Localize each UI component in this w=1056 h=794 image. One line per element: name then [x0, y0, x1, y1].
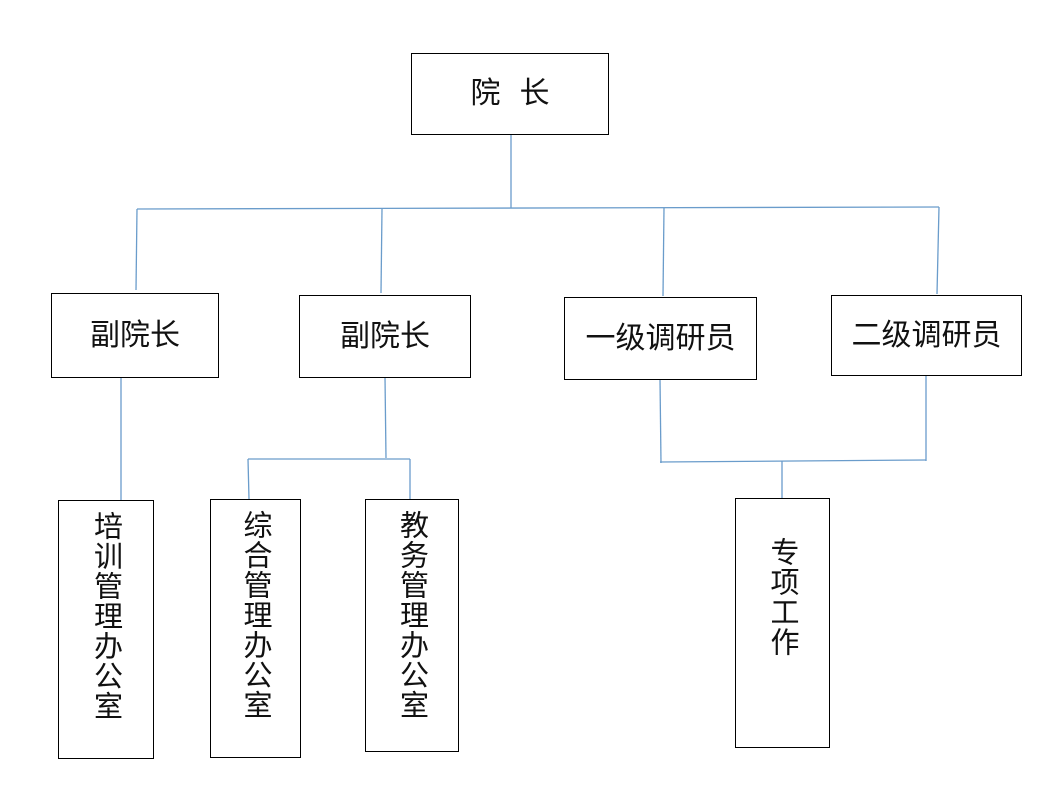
deputy-1-box: 副院长: [51, 293, 219, 378]
connector-researchers-bar: [659, 459, 927, 463]
connector-main-bar: [136, 206, 940, 210]
connector-deputy-1: [135, 208, 138, 291]
special-work-label: 专项工作: [766, 537, 800, 657]
researcher-2-label: 二级调研员: [851, 317, 1002, 353]
connector-office-general: [247, 458, 250, 500]
deputy-1-label: 副院长: [90, 317, 180, 353]
office-general-box: 综合管理办公室: [210, 499, 301, 758]
head-box: 院 长: [411, 53, 609, 135]
connector-deputy-2: [380, 208, 383, 294]
researcher-2-box: 二级调研员: [831, 295, 1022, 376]
special-work-box: 专项工作: [735, 498, 830, 748]
office-general-label: 综合管理办公室: [239, 510, 273, 720]
connector-researcher-1: [662, 207, 665, 297]
connector-researcher-2: [936, 206, 940, 295]
office-training-label: 培训管理办公室: [89, 511, 124, 721]
head-label: 院 长: [470, 76, 550, 111]
office-training-box: 培训管理办公室: [58, 500, 154, 759]
connector-researcher-1-down: [659, 378, 662, 464]
researcher-1-box: 一级调研员: [564, 297, 757, 380]
office-teaching-box: 教务管理办公室: [365, 499, 459, 752]
deputy-2-box: 副院长: [299, 295, 471, 378]
researcher-1-label: 一级调研员: [585, 320, 736, 356]
connector-deputy-2-down: [384, 376, 387, 459]
office-teaching-label: 教务管理办公室: [395, 510, 430, 720]
deputy-2-label: 副院长: [340, 318, 430, 354]
